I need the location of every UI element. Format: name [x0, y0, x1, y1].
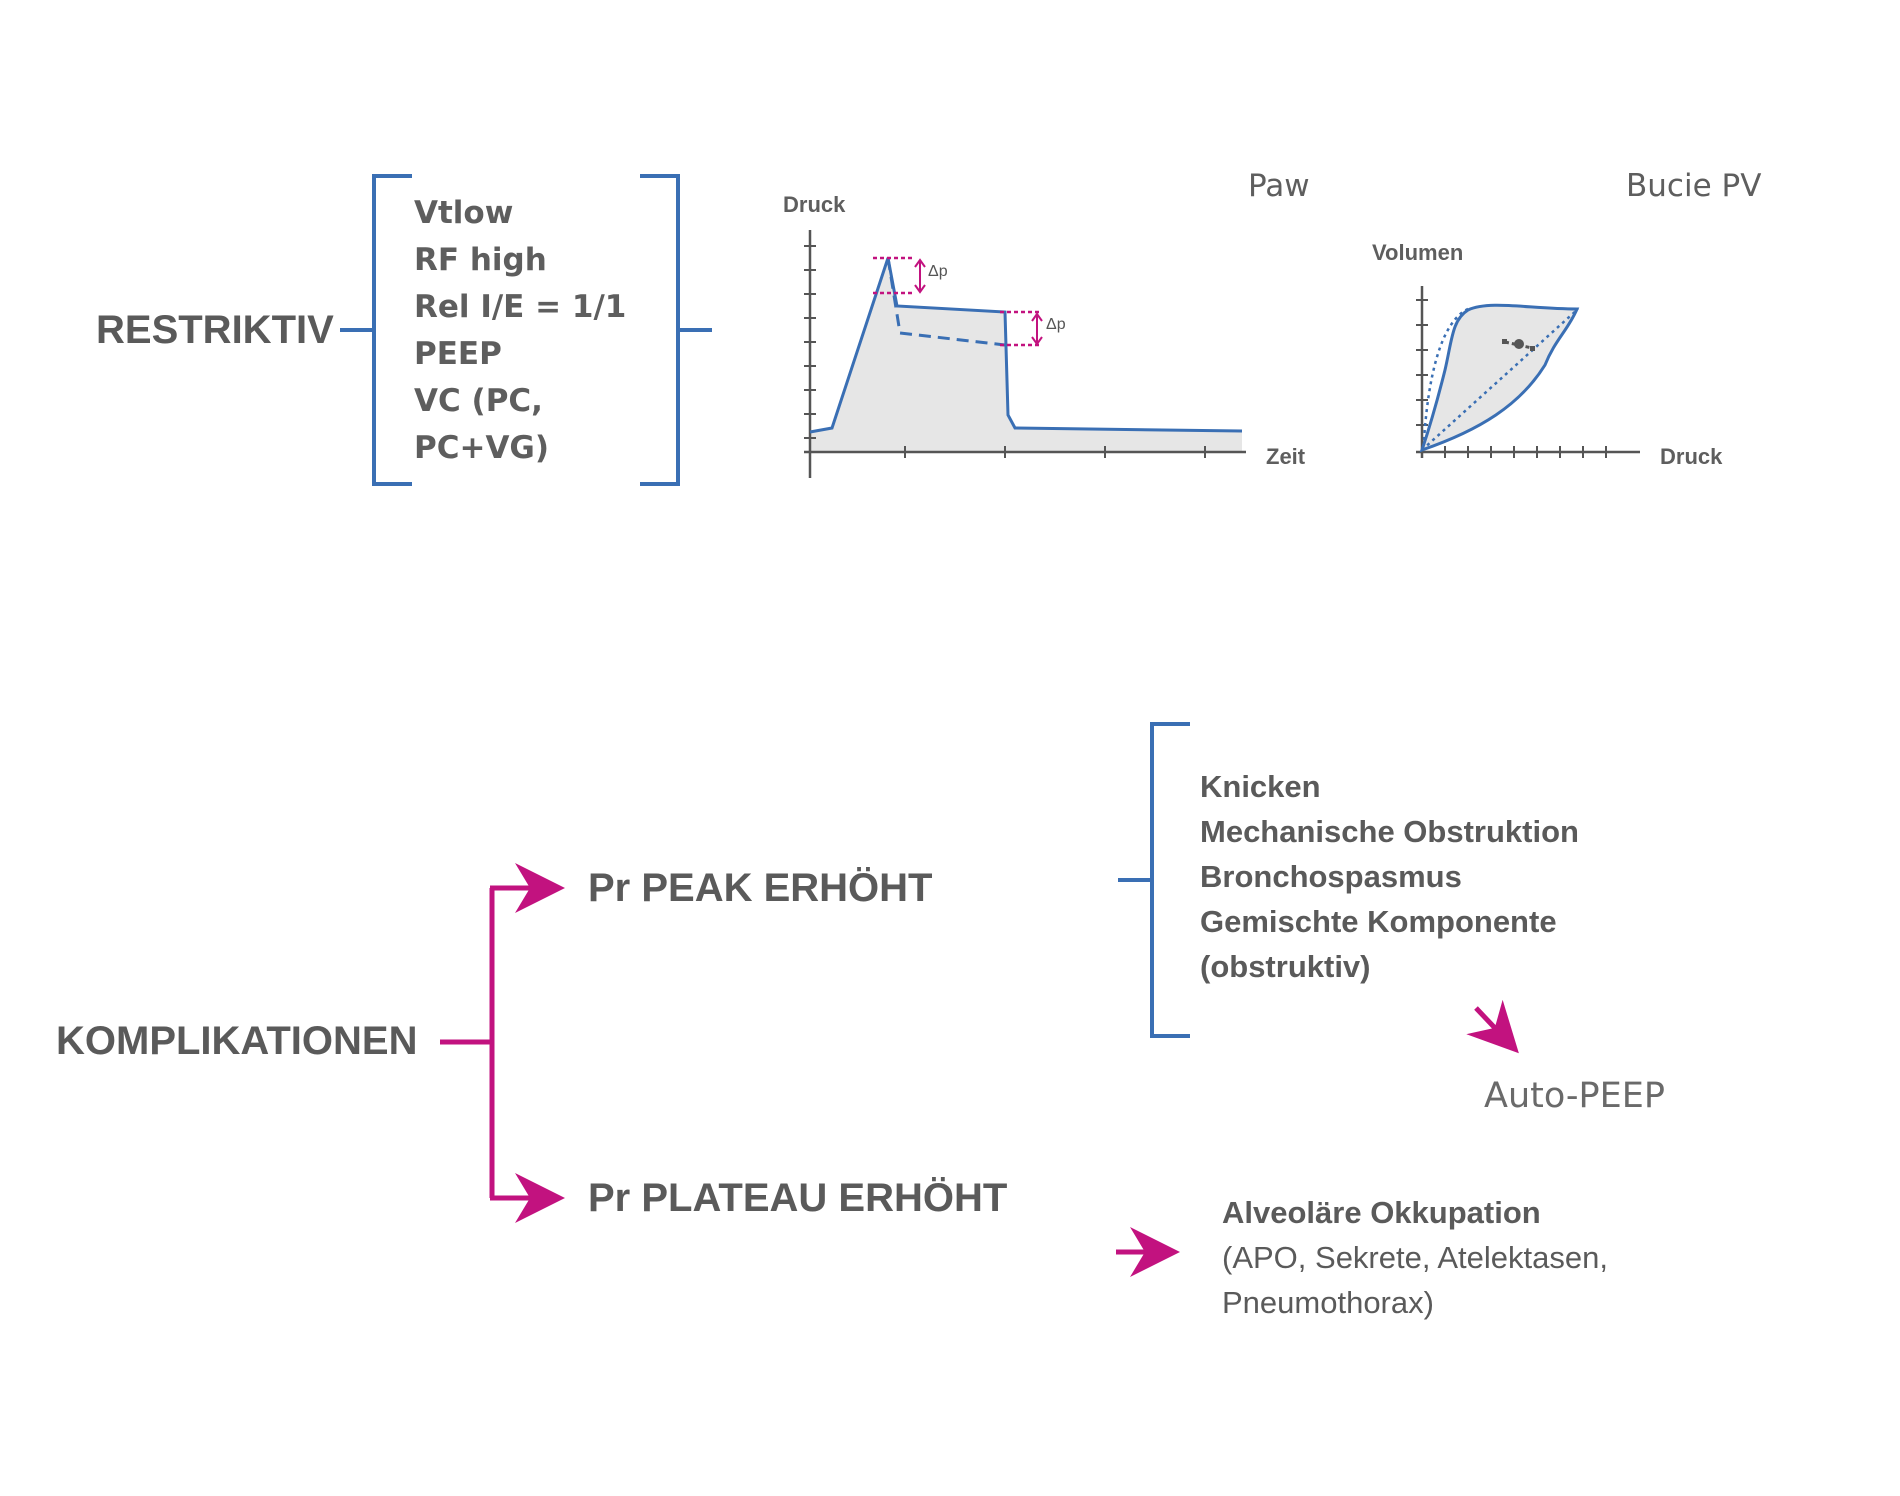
paw-y-ticks	[804, 245, 816, 439]
plateau-label: Pr PLATEAU ERHÖHT	[588, 1176, 1008, 1220]
param-item: Vtlow	[414, 195, 514, 231]
delta-p-label-2: Δp	[1046, 316, 1066, 333]
pv-dotted-curve-2	[1421, 308, 1579, 451]
pv-title: Bucie PV	[1626, 168, 1762, 204]
param-item: PEEP	[414, 336, 502, 372]
pv-compliance-marker	[1504, 340, 1533, 350]
result-heading: Alveoläre Okkupation	[1222, 1195, 1541, 1230]
pv-dotted-curve-1	[1422, 306, 1471, 441]
restriktiv-label: RESTRIKTIV	[96, 308, 334, 352]
param-item: VC (PC,	[414, 383, 543, 419]
param-item: RF high	[414, 242, 547, 278]
arrow-to-auto-peep	[1466, 999, 1519, 1054]
param-bracket-left	[372, 174, 412, 486]
pv-x-ticks	[1444, 446, 1607, 458]
pv-y-ticks	[1416, 299, 1428, 426]
paw-x-label: Zeit	[1266, 444, 1306, 469]
komplikationen-label: KOMPLIKATIONEN	[56, 1019, 418, 1063]
peak-label: Pr PEAK ERHÖHT	[588, 866, 933, 910]
pv-chart	[1416, 286, 1640, 458]
auto-peep-label: Auto-PEEP	[1484, 1076, 1665, 1116]
cause-item: Knicken	[1200, 769, 1321, 804]
pv-loop-curve	[1419, 303, 1580, 453]
result-line: Pneumothorax)	[1222, 1285, 1434, 1320]
result-line: (APO, Sekrete, Atelektasen,	[1222, 1240, 1608, 1275]
pv-x-label: Druck	[1660, 444, 1723, 469]
causes-bracket	[1150, 722, 1190, 1038]
pv-y-label: Volumen	[1372, 240, 1464, 265]
paw-curve	[809, 257, 1243, 434]
cause-item: (obstruktiv)	[1200, 949, 1371, 984]
cause-item: Gemischte Komponente	[1200, 904, 1557, 939]
param-item: PC+VG)	[414, 430, 550, 466]
param-item: Rel I/E = 1/1	[414, 289, 627, 325]
paw-y-label: Druck	[783, 192, 846, 217]
peak-cause-list: Knicken Mechanische Obstruktion Bronchos…	[1200, 764, 1579, 989]
paw-x-ticks	[904, 446, 1206, 458]
paw-fill-area	[810, 258, 1242, 452]
param-list: Vtlow RF high Rel I/E = 1/1 PEEP VC (PC,…	[414, 190, 626, 472]
paw-dashed-curve	[886, 257, 1006, 347]
cause-item: Mechanische Obstruktion	[1200, 814, 1579, 849]
cause-item: Bronchospasmus	[1200, 859, 1462, 894]
plateau-result: Alveoläre Okkupation (APO, Sekrete, Atel…	[1222, 1190, 1608, 1325]
paw-chart	[804, 230, 1246, 478]
paw-title: Paw	[1248, 168, 1310, 204]
param-bracket-right	[640, 174, 680, 486]
delta-p-label-1: Δp	[928, 263, 948, 280]
